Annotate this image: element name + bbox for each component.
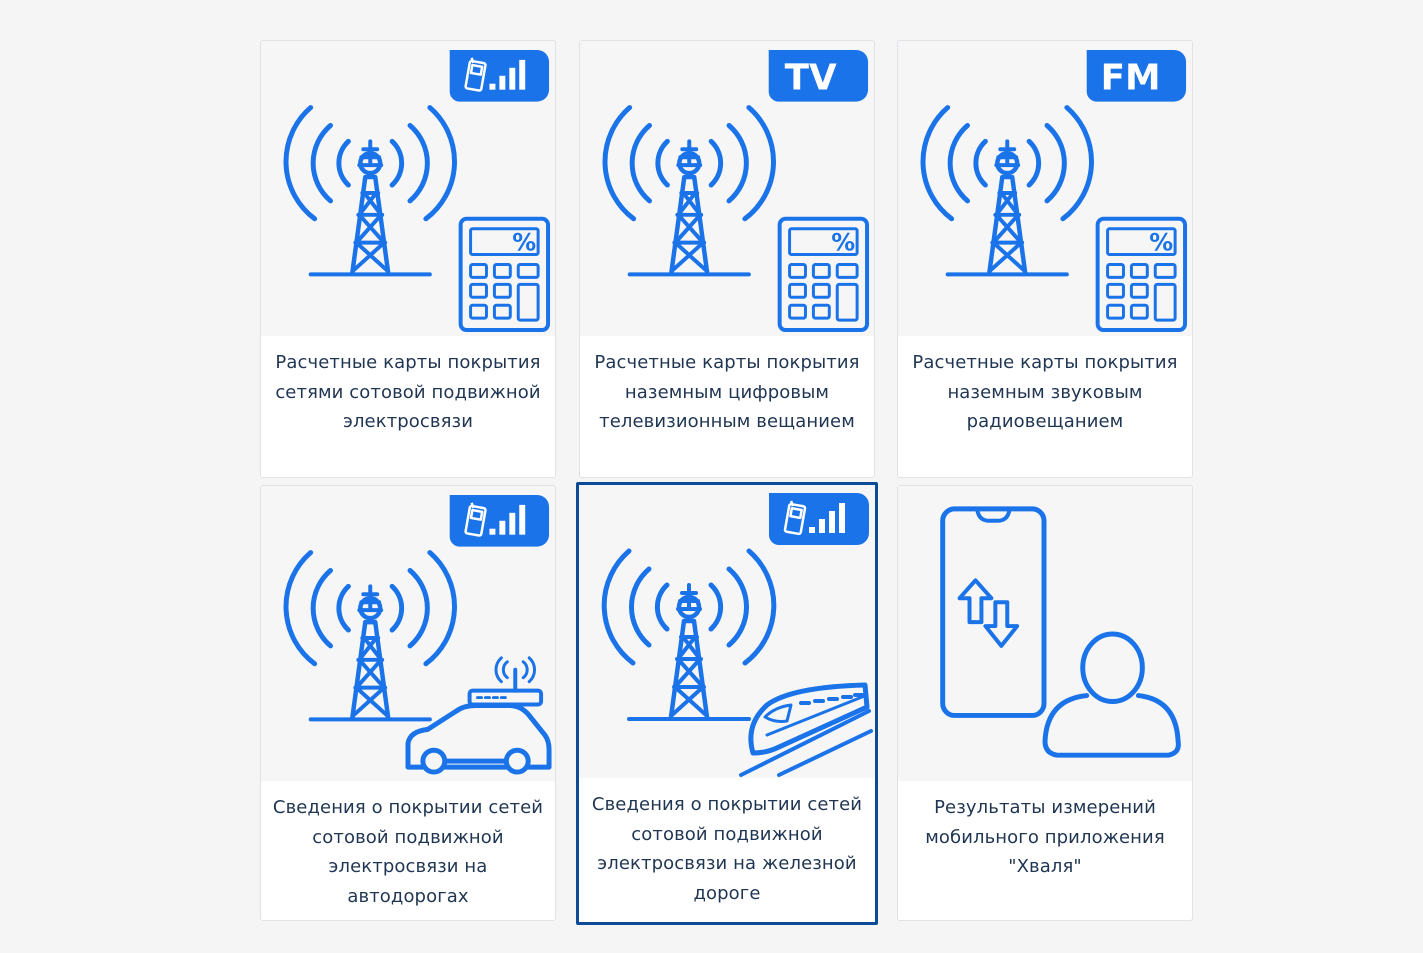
- radio-tower-icon: [261, 493, 552, 775]
- user-icon: [1042, 631, 1181, 758]
- card-illustration: [898, 486, 1192, 781]
- card-title: Результаты измерений мобильного приложен…: [925, 797, 1165, 877]
- fm-badge-icon: FM: [1086, 49, 1187, 102]
- card-illustration: [261, 486, 555, 781]
- tv-badge-icon: TV: [768, 49, 869, 102]
- card-fm-coverage-maps[interactable]: FM Расчетные карты покрытия наземным зву…: [897, 40, 1193, 478]
- calculator-icon: [458, 216, 551, 333]
- mobile-signal-icon: [448, 493, 551, 548]
- card-illustration: FM: [898, 41, 1192, 336]
- card-illustration: [261, 41, 555, 336]
- card-railway-coverage[interactable]: Сведения о покрытии сетей сотовой подвиж…: [576, 482, 878, 925]
- card-highway-coverage[interactable]: Сведения о покрытии сетей сотовой подвиж…: [260, 485, 556, 921]
- calculator-icon: [1095, 216, 1188, 333]
- card-illustration: [579, 485, 875, 778]
- card-illustration: TV: [580, 41, 874, 336]
- card-title: Расчетные карты покрытия наземным цифров…: [594, 352, 860, 432]
- card-title: Расчетные карты покрытия наземным звуков…: [912, 352, 1178, 432]
- train-icon: [739, 682, 873, 777]
- radio-tower-icon: [261, 48, 551, 333]
- smartphone-icon: [940, 506, 1047, 718]
- car-with-router-icon: [405, 656, 552, 775]
- card-title: Сведения о покрытии сетей сотовой подвиж…: [591, 794, 863, 904]
- mobile-signal-icon: [448, 48, 551, 103]
- svg-text:TV: TV: [785, 58, 837, 99]
- mobile-signal-icon: [767, 491, 871, 547]
- svg-text:FM: FM: [1101, 58, 1161, 99]
- calculator-icon: [777, 216, 870, 333]
- phone-user-icon: [940, 506, 1181, 758]
- card-tv-coverage-maps[interactable]: TV Расчетные карты покрытия наземным циф…: [579, 40, 875, 478]
- radio-tower-icon: TV: [580, 49, 870, 333]
- radio-tower-icon: [579, 491, 873, 777]
- card-title: Расчетные карты покрытия сетями сотовой …: [275, 352, 541, 432]
- card-cellular-coverage-maps[interactable]: Расчетные карты покрытия сетями сотовой …: [260, 40, 556, 478]
- card-khvalya-measurements[interactable]: Результаты измерений мобильного приложен…: [897, 485, 1193, 921]
- up-down-arrows-icon: [957, 578, 1020, 648]
- card-title: Сведения о покрытии сетей сотовой подвиж…: [272, 797, 544, 907]
- radio-tower-icon: FM: [898, 49, 1188, 333]
